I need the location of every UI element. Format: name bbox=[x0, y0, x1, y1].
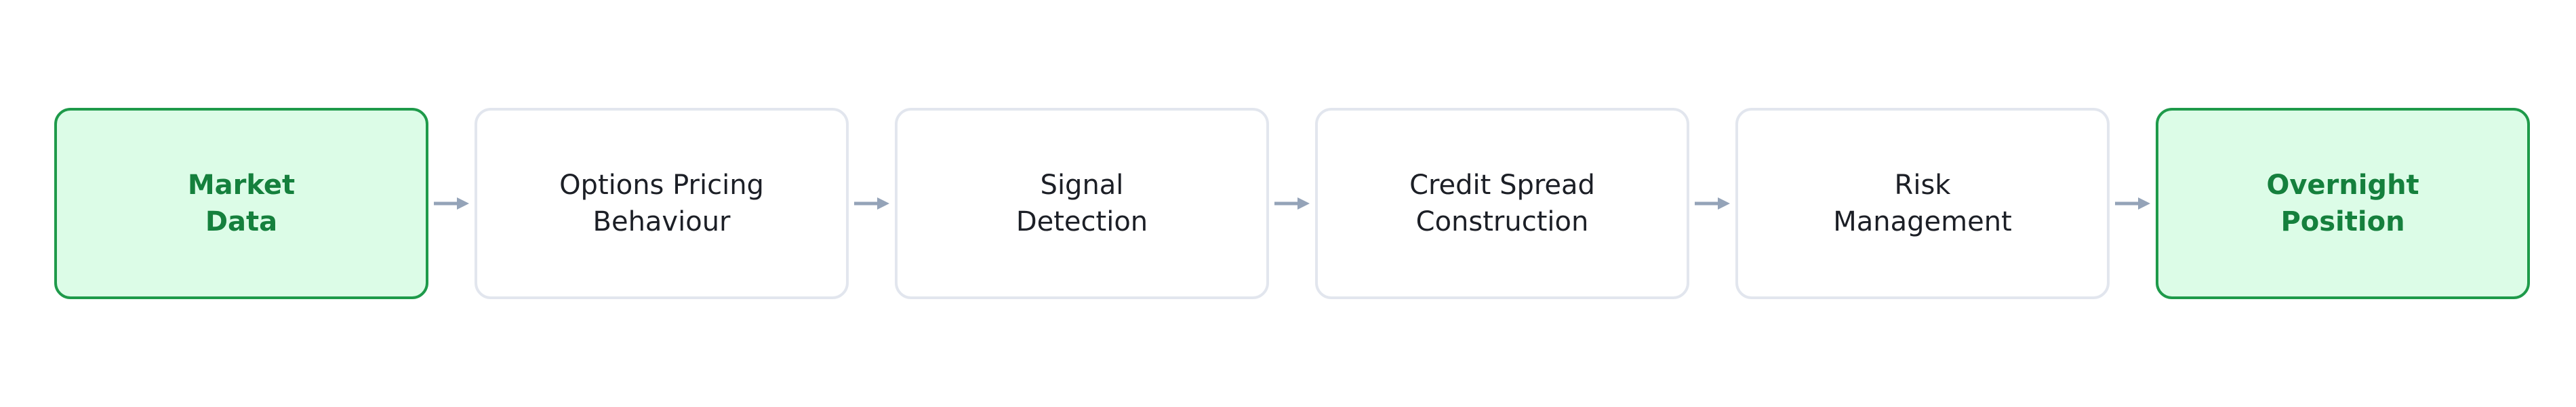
node-overnight-position: Overnight Position bbox=[2156, 108, 2530, 299]
node-risk-management: Risk Management bbox=[1735, 108, 2110, 299]
node-label: Risk Management bbox=[1833, 167, 2012, 240]
node-credit-spread-construction: Credit Spread Construction bbox=[1315, 108, 1689, 299]
node-label-line: Data bbox=[205, 206, 278, 237]
right-arrow-icon bbox=[849, 108, 895, 299]
node-label-line: Construction bbox=[1415, 206, 1589, 237]
right-arrow-icon bbox=[2110, 108, 2156, 299]
node-label: Market Data bbox=[188, 167, 295, 240]
node-label-line: Detection bbox=[1015, 206, 1148, 237]
node-label-line: Signal bbox=[1040, 170, 1124, 201]
node-label-line: Behaviour bbox=[592, 206, 731, 237]
right-arrow-icon bbox=[428, 108, 475, 299]
right-arrow-icon bbox=[1689, 108, 1735, 299]
node-label-line: Options Pricing bbox=[559, 170, 764, 201]
node-label: Credit Spread Construction bbox=[1409, 167, 1595, 240]
node-label-line: Risk bbox=[1894, 170, 1951, 201]
node-label-line: Market bbox=[187, 170, 296, 201]
node-signal-detection: Signal Detection bbox=[895, 108, 1269, 299]
node-label: Signal Detection bbox=[1016, 167, 1148, 240]
right-arrow-icon bbox=[1269, 108, 1315, 299]
node-label-line: Position bbox=[2280, 206, 2405, 237]
node-label-line: Credit Spread bbox=[1409, 170, 1595, 201]
node-label-line: Management bbox=[1833, 206, 2012, 237]
node-options-pricing-behaviour: Options Pricing Behaviour bbox=[475, 108, 849, 299]
pipeline-flow: Market Data Options Pricing Behaviour Si… bbox=[54, 108, 2530, 299]
node-market-data: Market Data bbox=[54, 108, 428, 299]
node-label-line: Overnight bbox=[2266, 170, 2419, 201]
node-label: Overnight Position bbox=[2266, 167, 2419, 240]
node-label: Options Pricing Behaviour bbox=[559, 167, 764, 240]
